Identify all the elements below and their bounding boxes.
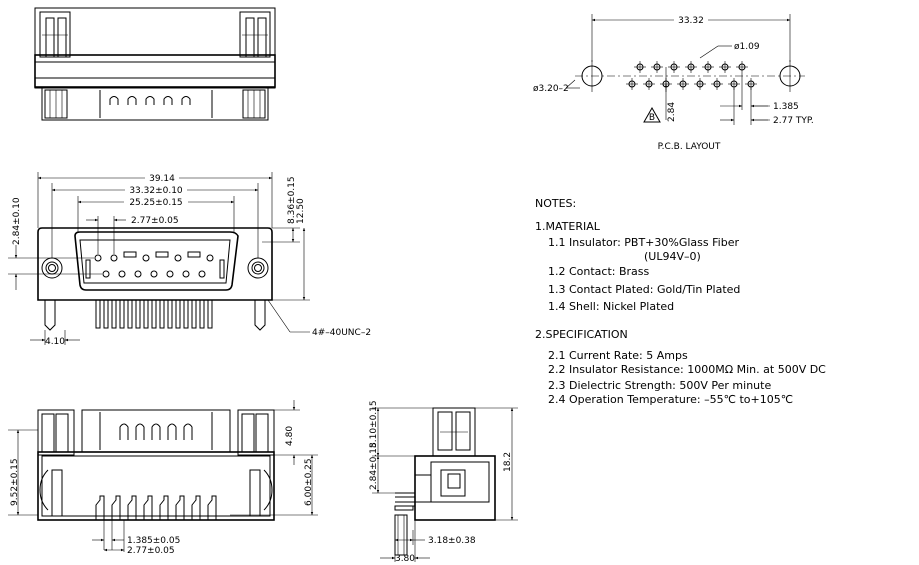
note-contact-plated: 1.3 Contact Plated: Gold/Tin Plated bbox=[548, 283, 740, 296]
dim-height-right: 6.00±0.25 bbox=[304, 458, 314, 506]
dim-height-1: 8.36±0.15 bbox=[287, 176, 297, 224]
spec-dielectric-strength: 2.3 Dielectric Strength: 500V Per minute bbox=[548, 379, 771, 392]
dim-total-height: 18.2 bbox=[503, 452, 513, 472]
dim-overall: 33.32 bbox=[678, 16, 704, 26]
note-insulator-rating: (UL94V–0) bbox=[644, 250, 701, 263]
dim-pin-hole: ø1.09 bbox=[734, 42, 760, 52]
dim-half-pitch: 1.385±0.05 bbox=[127, 536, 180, 546]
notes-block: NOTES: 1.MATERIAL 1.1 Insulator: PBT+30%… bbox=[535, 197, 826, 406]
pcb-layout-title: P.C.B. LAYOUT bbox=[658, 142, 721, 152]
dim-pitch: 2.77±0.05 bbox=[127, 546, 175, 556]
dim-row-spacing: 2.84 bbox=[667, 102, 677, 122]
spec-insulator-resistance: 2.2 Insulator Resistance: 1000MΩ Min. at… bbox=[548, 363, 826, 376]
pin-row-top bbox=[94, 251, 214, 262]
spec-operation-temperature: 2.4 Operation Temperature: –55℃ to+105℃ bbox=[548, 393, 793, 406]
dim-pitch: 2.77±0.05 bbox=[131, 216, 179, 226]
dim-screw-offset: 4.10 bbox=[45, 337, 65, 347]
notes-heading: NOTES: bbox=[535, 197, 576, 210]
dim-height-left: 9.52±0.15 bbox=[10, 458, 20, 506]
dim-offset: 3.80 bbox=[395, 554, 415, 564]
front-view: 39.14 33.32±0.10 25.25±0.15 2.77±0.05 2.… bbox=[8, 172, 371, 347]
pin-row-bottom bbox=[85, 259, 225, 279]
dim-tail: 3.18±0.38 bbox=[428, 536, 476, 546]
bottom-view: 9.52±0.15 4.80 6.00±0.25 1.385±0.05 2.77… bbox=[8, 400, 318, 556]
side-view: 8.10±0.15 2.84±0.15 18.2 3.18±0.38 3.80 bbox=[369, 400, 518, 564]
note-insulator: 1.1 Insulator: PBT+30%Glass Fiber bbox=[548, 236, 739, 249]
dim-row-spacing: 2.84±0.10 bbox=[12, 197, 22, 245]
bottom-pins bbox=[95, 495, 217, 520]
spec-current-rate: 2.1 Current Rate: 5 Amps bbox=[548, 349, 688, 362]
dim-mount-hole: ø3.20–2 bbox=[533, 84, 569, 94]
section-spec-title: 2.SPECIFICATION bbox=[535, 328, 628, 341]
note-contact: 1.2 Contact: Brass bbox=[548, 265, 650, 278]
dim-half-pitch: 1.385 bbox=[773, 102, 799, 112]
pcb-marker: B bbox=[649, 113, 655, 123]
pcb-hole-row-top bbox=[634, 61, 748, 73]
dim-height-2: 12.50 bbox=[296, 198, 306, 224]
dim-pitch: 2.77 TYP. bbox=[773, 116, 814, 126]
pcb-layout: 33.32 ø1.09 ø3.20–2 2.84 1.385 2.77 TYP.… bbox=[533, 13, 814, 152]
dim-pin-row: 2.84±0.15 bbox=[369, 442, 379, 490]
dim-shell-width: 25.25±0.15 bbox=[129, 198, 182, 208]
pcb-hole-row-bottom bbox=[626, 78, 757, 90]
top-view bbox=[34, 7, 276, 121]
dim-mount-spacing: 33.32±0.10 bbox=[129, 186, 183, 196]
dim-width-overall: 39.14 bbox=[149, 174, 175, 184]
section-material-title: 1.MATERIAL bbox=[535, 220, 601, 233]
callout-thread: 4#–40UNC–2 bbox=[312, 328, 371, 338]
pin-tails bbox=[95, 299, 213, 329]
note-shell: 1.4 Shell: Nickel Plated bbox=[548, 300, 674, 313]
dim-top: 4.80 bbox=[285, 426, 295, 446]
dim-top: 8.10±0.15 bbox=[369, 400, 379, 448]
